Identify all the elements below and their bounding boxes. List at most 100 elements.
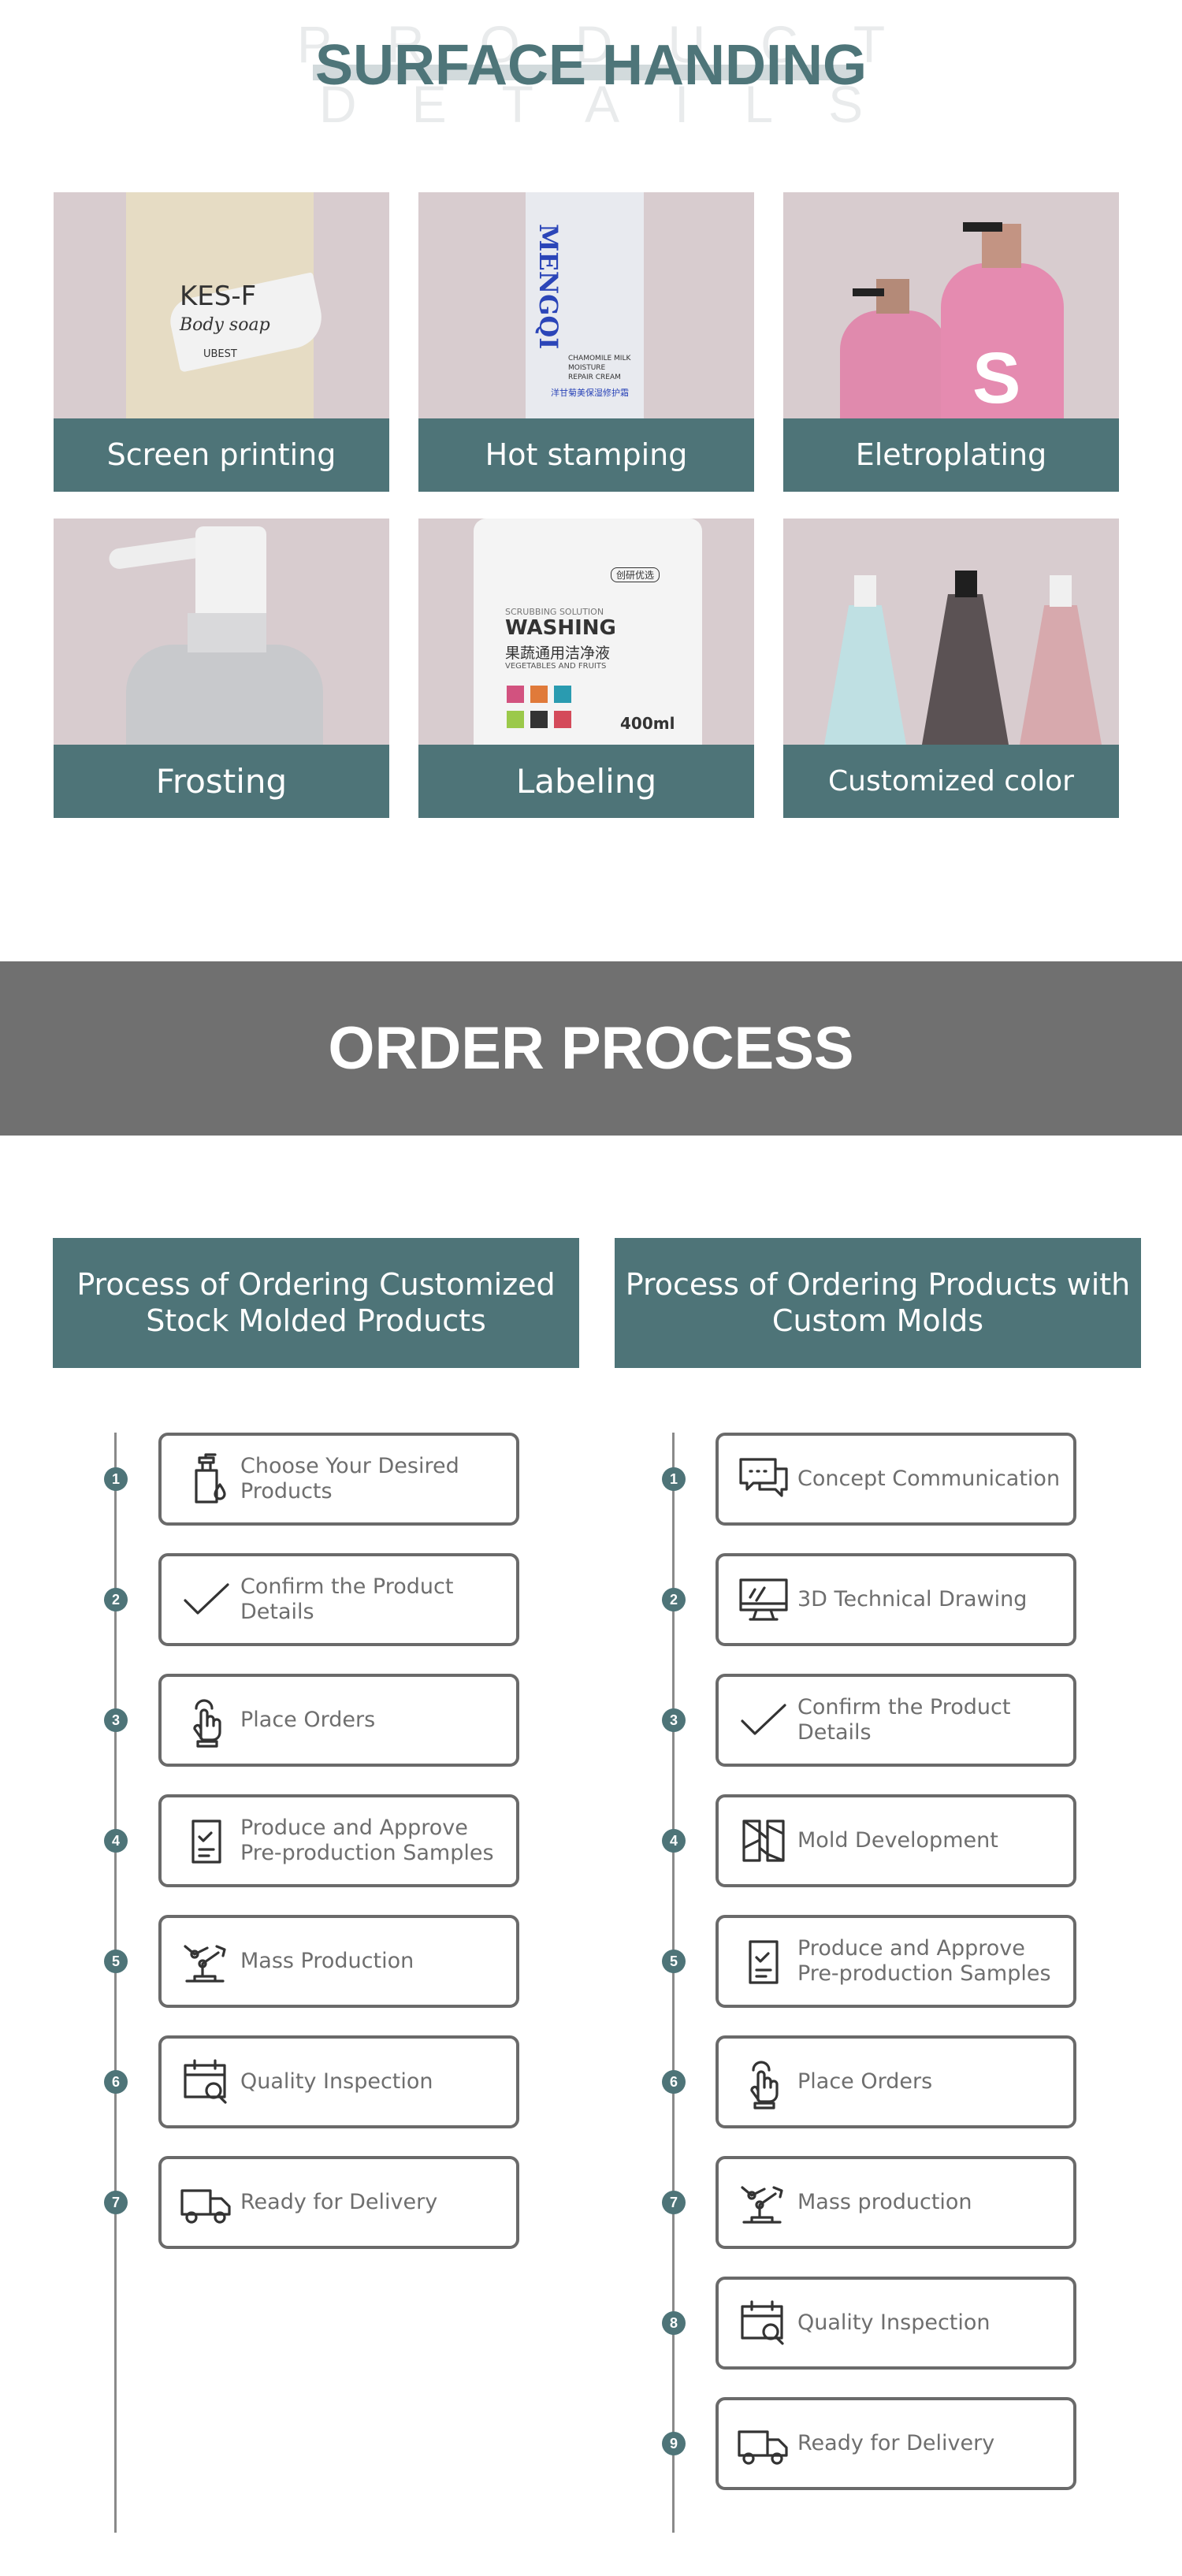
step-label: Confirm the Product Details <box>240 1574 454 1624</box>
label-badge: 创研优选 <box>611 567 660 582</box>
step-label: Produce and Approve Pre-production Sampl… <box>797 1936 1051 1986</box>
process-step[interactable]: Ready for Delivery <box>716 2397 1076 2490</box>
product-photo <box>54 519 389 745</box>
surface-tile-screen-printing[interactable]: KES-F Body soap UBEST Screen printing <box>54 192 389 492</box>
pump-bottle-icon <box>179 1452 234 1507</box>
process-step[interactable]: Confirm the Product Details <box>716 1674 1076 1767</box>
process-step[interactable]: Mass production <box>716 2156 1076 2249</box>
process-step[interactable]: Mold Development <box>716 1794 1076 1887</box>
robot-arm-icon <box>736 2175 791 2230</box>
step-label: Confirm the Product Details <box>797 1695 1011 1745</box>
surface-tile-labeling[interactable]: 创研优选 SCRUBBING SOLUTION WASHING 果蔬通用洁净液 … <box>418 519 754 818</box>
label-script: Body soap <box>180 315 270 335</box>
robot-arm-icon <box>179 1934 234 1989</box>
checkmark-icon <box>179 1572 234 1627</box>
section-header: PRODUCT DETAILS SURFACE HANDING <box>0 0 1182 133</box>
surface-tile-frosting[interactable]: Frosting <box>54 519 389 818</box>
checklist-icon <box>736 1934 791 1989</box>
checklist-icon <box>179 1813 234 1868</box>
checkmark-icon <box>736 1693 791 1748</box>
step-number: 2 <box>662 1588 686 1611</box>
label-letter: S <box>972 338 1021 418</box>
label-brand: WASHING <box>505 616 616 640</box>
step-number: 3 <box>104 1708 128 1732</box>
right-timeline-line <box>672 1433 675 2533</box>
step-label: Mass Production <box>240 1949 414 1973</box>
step-label: Concept Communication <box>797 1466 1061 1491</box>
step-number: 4 <box>104 1829 128 1853</box>
label-brand: MENGQI <box>533 224 563 350</box>
watermark-text: PRODUCT DETAILS <box>296 15 941 133</box>
label-volume: 400ml <box>620 714 675 733</box>
order-process-banner: ORDER PROCESS <box>0 961 1182 1136</box>
left-column-title: Process of Ordering Customized Stock Mol… <box>53 1238 579 1368</box>
product-photo: KES-F Body soap UBEST <box>54 192 389 418</box>
process-step[interactable]: Quality Inspection <box>716 2277 1076 2370</box>
step-number: 1 <box>662 1467 686 1491</box>
tile-caption: Hot stamping <box>418 418 754 492</box>
process-step[interactable]: Choose Your Desired Products <box>158 1433 519 1526</box>
label-line-2: MOISTURE <box>568 364 606 372</box>
surface-tile-electroplating[interactable]: S Eletroplating <box>783 192 1119 492</box>
label-line-3: REPAIR CREAM <box>568 374 621 381</box>
process-step[interactable]: 3D Technical Drawing <box>716 1553 1076 1646</box>
label-cn: 洋甘菊美保湿修护霜 <box>551 388 629 398</box>
step-number: 6 <box>104 2070 128 2094</box>
step-label: Place Orders <box>240 1708 376 1732</box>
product-photo: S <box>783 192 1119 418</box>
label-cn: 果蔬通用洁净液 <box>505 645 611 662</box>
tap-hand-icon <box>179 1693 234 1748</box>
label-sub: UBEST <box>203 348 237 360</box>
step-label: Ready for Delivery <box>240 2190 438 2214</box>
product-photo: MENGQI CHAMOMILE MILK MOISTURE REPAIR CR… <box>418 192 754 418</box>
product-photo: 创研优选 SCRUBBING SOLUTION WASHING 果蔬通用洁净液 … <box>418 519 754 745</box>
step-label: Ready for Delivery <box>797 2431 995 2455</box>
step-number: 4 <box>662 1829 686 1853</box>
right-column-title: Process of Ordering Products with Custom… <box>615 1238 1141 1368</box>
process-step[interactable]: Concept Communication <box>716 1433 1076 1526</box>
product-photo <box>783 519 1119 745</box>
monitor-drawing-icon <box>736 1572 791 1627</box>
step-label: Choose Your Desired Products <box>240 1454 459 1504</box>
step-number: 3 <box>662 1708 686 1732</box>
tile-caption: Screen printing <box>54 418 389 492</box>
process-step[interactable]: Produce and Approve Pre-production Sampl… <box>158 1794 519 1887</box>
tile-caption: Customized color <box>783 745 1119 818</box>
surface-tile-hot-stamping[interactable]: MENGQI CHAMOMILE MILK MOISTURE REPAIR CR… <box>418 192 754 492</box>
page-title: SURFACE HANDING <box>314 34 868 97</box>
label-brand: KES-F <box>180 281 257 312</box>
mold-icon <box>736 1813 791 1868</box>
step-label: Place Orders <box>797 2069 933 2094</box>
step-label: 3D Technical Drawing <box>797 1587 1028 1611</box>
title-underline <box>313 65 860 80</box>
process-step[interactable]: Quality Inspection <box>158 2035 519 2128</box>
label-sub: SCRUBBING SOLUTION <box>505 607 604 617</box>
process-step[interactable]: Produce and Approve Pre-production Sampl… <box>716 1915 1076 2008</box>
step-number: 7 <box>104 2191 128 2214</box>
step-number: 5 <box>104 1950 128 1973</box>
step-number: 7 <box>662 2191 686 2214</box>
process-step[interactable]: Mass Production <box>158 1915 519 2008</box>
step-label: Mass production <box>797 2190 972 2214</box>
step-number: 2 <box>104 1588 128 1611</box>
step-number: 8 <box>662 2311 686 2335</box>
surface-tile-customized-color[interactable]: Customized color <box>783 519 1119 818</box>
step-label: Quality Inspection <box>240 2069 433 2094</box>
truck-icon <box>736 2416 791 2471</box>
step-label: Mold Development <box>797 1828 998 1853</box>
calendar-search-icon <box>736 2295 791 2351</box>
process-step[interactable]: Place Orders <box>716 2035 1076 2128</box>
step-label: Quality Inspection <box>797 2310 991 2335</box>
process-step[interactable]: Ready for Delivery <box>158 2156 519 2249</box>
step-label: Produce and Approve Pre-production Sampl… <box>240 1816 494 1865</box>
tile-caption: Frosting <box>54 745 389 818</box>
step-number: 5 <box>662 1950 686 1973</box>
tile-caption: Labeling <box>418 745 754 818</box>
label-en: VEGETABLES AND FRUITS <box>505 662 607 671</box>
calendar-search-icon <box>179 2054 234 2109</box>
left-timeline-line <box>114 1433 117 2533</box>
process-step[interactable]: Place Orders <box>158 1674 519 1767</box>
label-line-1: CHAMOMILE MILK <box>568 355 631 362</box>
step-number: 9 <box>662 2432 686 2455</box>
process-step[interactable]: Confirm the Product Details <box>158 1553 519 1646</box>
